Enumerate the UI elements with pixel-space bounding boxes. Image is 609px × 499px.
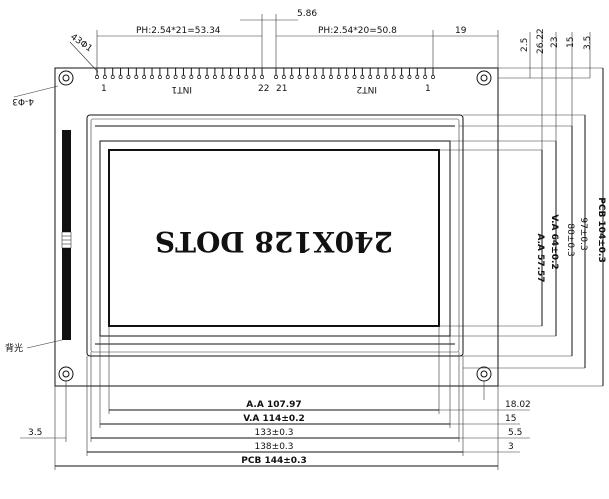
connector-pin-pad [368,75,373,79]
connector-pin-pad [352,75,357,79]
connector-pin-pad [252,75,257,79]
connector-pin-pad [329,75,333,79]
connector-pin-pad [189,75,194,79]
connector-pin-pad [212,75,217,79]
connector-pin-pad [118,75,123,79]
connector-pin-pad [197,75,202,79]
resolution-label: 240X128 DOTS [155,225,393,258]
connector-pin-pad [110,75,115,79]
bottom-dimensions [20,326,530,470]
connector-pin-pad [407,75,412,79]
connector-pin-pad [236,75,241,79]
bottom-right-dim-3: 3 [508,442,514,452]
connector-pin-pad [150,75,154,79]
connector-pin-pad [157,75,162,79]
right-dim-26-22: 26.22 [536,28,546,54]
vert-dim-pcb: PCB 104±0.3 [596,197,606,262]
bottom-right-dim-15: 15 [505,414,516,424]
vert-dim-outline: 80±0.3 [565,223,575,256]
pitch-right-label: PH:2.54*20=50.8 [318,26,397,36]
bottom-left-dim-3-5: 3.5 [28,428,42,438]
connector-pin-pad [95,75,99,79]
connector-pin-pad [165,75,170,79]
connector-pin-pad [126,75,131,79]
connector-pin-pad [399,75,404,79]
pin-label-21: 21 [276,84,287,94]
right-dim-3-5: 3.5 [583,36,593,50]
connector-pin-pad [220,75,225,79]
connector-pin-pad [415,75,420,79]
connector-pin-pad [134,75,139,79]
connector-pin-pad [260,75,265,79]
bottom-right-dim-18-02: 18.02 [505,400,531,410]
bottom-right-dim-5-5: 5.5 [508,428,522,438]
pin-diameter-label: 43Φ1 [68,32,94,54]
lcd-frame [86,114,464,357]
horiz-dim-frame: 133±0.3 [254,428,293,438]
connector-pin-pad [205,75,209,79]
horiz-dim-aa: A.A 107.97 [246,400,301,410]
connector-pin-pad [297,75,302,79]
top-dimensions [96,14,499,70]
connector-pin-pad [305,75,310,79]
pitch-left-label: PH:2.54*21=53.34 [136,26,221,36]
backlight-label: 背光 [5,342,23,354]
vert-dim-frame: 97±0.3 [578,217,588,250]
mounting-holes [58,70,492,382]
horiz-dim-outline: 138±0.3 [254,442,293,452]
connector-pin-pad [173,75,178,79]
connector-pin-pad [281,75,286,79]
active-area [108,149,440,327]
right-dim-2-5: 2.5 [520,38,530,52]
connector-pin-pad [181,75,186,79]
right-dim-23: 23 [550,37,560,48]
connector-pin-pad [228,75,233,79]
connector-pin-pad [142,75,147,79]
pin-label-22: 22 [258,84,269,94]
connector-pin-pad [391,75,396,79]
pitch-gap-label: 5.86 [297,9,317,19]
backlight-strip [61,130,72,340]
connector-pin-pad [423,75,428,79]
connector-pin-pad [274,75,278,79]
right-dim-15: 15 [566,37,576,48]
connector-pin-pad [383,75,388,79]
hole-diameter-label: 4-Φ3 [12,96,34,106]
connector-pins [95,68,435,79]
connector-pin-pad [244,75,249,79]
pin-label-1b: 1 [425,84,431,94]
connector-int1-label: INT1 [171,84,192,94]
connector-pin-pad [344,75,349,79]
viewing-area [99,140,451,337]
connector-int2-label: INT2 [356,84,377,94]
connector-pin-pad [313,75,318,79]
connector-pin-pad [321,75,326,79]
vert-dim-aa: A.A 57.57 [535,233,545,282]
horiz-dim-va: V.A 114±0.2 [243,414,305,424]
connector-pin-pad [376,75,380,79]
connector-pin-pad [336,75,341,79]
connector-pin-pad [431,75,435,79]
horiz-dim-pcb: PCB 144±0.3 [241,456,306,466]
connector-pin-pad [102,75,107,79]
pitch-right-margin-label: 19 [455,26,467,36]
right-dimensions [439,32,604,387]
vert-dim-va: V.A 64±0.2 [549,214,559,269]
pin-label-1a: 1 [101,84,107,94]
connector-pin-pad [360,75,365,79]
connector-pin-pad [289,75,294,79]
